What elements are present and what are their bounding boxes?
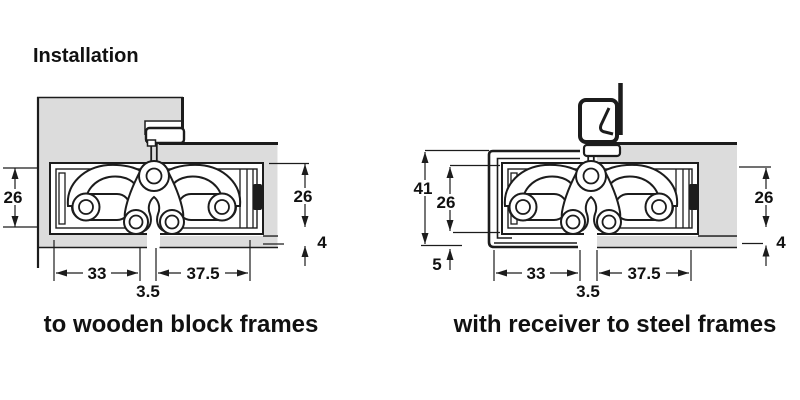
dim-label-3-5: 3.5 xyxy=(136,282,160,301)
dim-receiver-height: 41 xyxy=(406,149,489,247)
door-bottom-strip xyxy=(597,236,737,248)
pivot-left-inner xyxy=(515,199,531,215)
dim-label-26-left: 26 xyxy=(4,188,23,207)
dim-label-4: 4 xyxy=(317,233,327,252)
steel-frame-profile xyxy=(578,83,623,144)
dim-depth-right: 26 4 xyxy=(739,166,786,266)
frame-bottom-strip xyxy=(37,234,147,248)
pivot-left-inner xyxy=(78,199,94,215)
fork-left-hole xyxy=(565,214,581,230)
fork-left-hole xyxy=(128,214,144,230)
pivot-right-inner xyxy=(651,199,667,215)
dim-label-3-5: 3.5 xyxy=(576,282,600,301)
dim-depth-left: 26 xyxy=(2,167,39,228)
door-bottom-strip xyxy=(159,236,278,248)
steel-hook-curl xyxy=(599,107,614,136)
dim-bottom-right-diagram: 33 3.5 37.5 xyxy=(493,250,692,301)
receiver xyxy=(487,149,580,249)
frame-door-gap xyxy=(147,226,160,248)
latch-block xyxy=(253,184,262,210)
fork-right-hole xyxy=(164,214,180,230)
fork-right-hole xyxy=(601,214,617,230)
dim-label-41: 41 xyxy=(414,179,433,198)
diagram-wooden-frame: 26 26 4 xyxy=(2,96,327,301)
dim-flange-5: 5 xyxy=(432,249,454,274)
dim-label-37-5: 37.5 xyxy=(186,264,219,283)
pivot-right-inner xyxy=(214,199,230,215)
housing-left-plate xyxy=(58,172,66,225)
caption-wooden-frames: to wooden block frames xyxy=(43,311,319,338)
dim-label-33: 33 xyxy=(88,264,107,283)
hinge-knuckle xyxy=(582,143,622,158)
dim-label-26-right: 26 xyxy=(294,187,313,206)
fork-top-hole xyxy=(582,167,600,185)
dim-depth-left: 26 xyxy=(433,164,500,234)
dim-label-4: 4 xyxy=(776,233,786,252)
receiver-outer xyxy=(487,149,580,249)
fork-top-hole xyxy=(145,167,163,185)
diagram-steel-frame: 41 26 5 26 xyxy=(406,83,786,301)
steel-hook-body xyxy=(578,98,619,144)
dim-label-26-left: 26 xyxy=(437,193,456,212)
dim-depth-right: 26 4 xyxy=(263,162,327,266)
dim-label-37-5: 37.5 xyxy=(627,264,660,283)
caption-steel-frames: with receiver to steel frames xyxy=(453,311,777,338)
dim-label-33: 33 xyxy=(527,264,546,283)
dim-bottom-left-diagram: 33 3.5 37.5 xyxy=(53,240,251,301)
page-title: Installation xyxy=(33,45,139,67)
receiver-inner xyxy=(496,157,580,239)
knuckle-foot xyxy=(146,139,157,147)
dim-label-26-right: 26 xyxy=(755,188,774,207)
latch-block xyxy=(689,184,698,210)
dim-label-5: 5 xyxy=(432,255,441,274)
frame-door-gap xyxy=(584,226,597,248)
